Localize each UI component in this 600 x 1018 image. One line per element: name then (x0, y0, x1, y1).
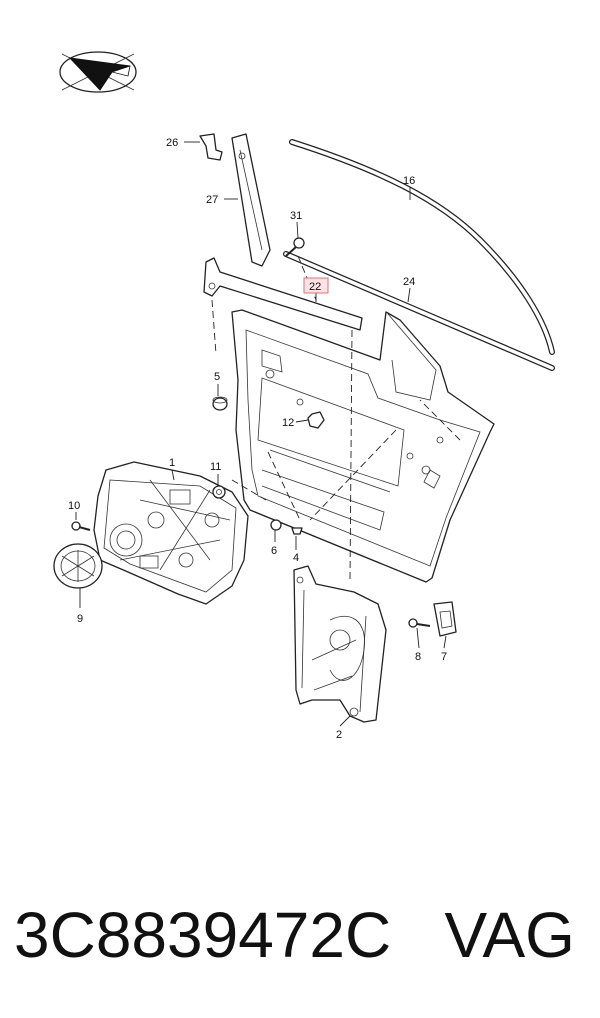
callout-2: 2 (336, 729, 342, 741)
part-10-screw (71, 521, 91, 531)
part-2-window-regulator (293, 565, 387, 723)
door-shell (231, 309, 495, 583)
callout-6: 6 (271, 545, 277, 557)
part-11-clip (212, 485, 226, 499)
part-31-screw (285, 237, 305, 257)
part-12-nut (307, 411, 325, 429)
callout-22-highlight (303, 277, 329, 294)
callout-8: 8 (415, 651, 421, 663)
callout-26: 26 (166, 137, 178, 149)
callout-labels: 26 27 31 16 24 22 5 12 1 11 10 9 6 4 2 8… (68, 137, 447, 741)
callout-1: 1 (169, 457, 175, 469)
callout-9: 9 (77, 613, 83, 625)
callout-31: 31 (290, 210, 302, 222)
part-9-speaker (53, 543, 103, 589)
part-16-outer-seal (289, 139, 555, 355)
leader-lines (75, 141, 447, 727)
part-26-clip (199, 133, 223, 161)
callout-7: 7 (441, 651, 447, 663)
part-8-bolt (408, 618, 431, 628)
callout-27: 27 (206, 194, 218, 206)
part-27-pillar-trim (231, 133, 271, 267)
callout-12: 12 (282, 417, 294, 429)
part-22-inner-seal (203, 257, 363, 331)
part-4-grommet (291, 527, 303, 535)
caption-gap (391, 899, 444, 971)
part-1-module-carrier (93, 461, 249, 605)
callout-24: 24 (403, 276, 415, 288)
part-24-channel-strip (283, 251, 555, 371)
part-7-bracket (433, 601, 457, 637)
callout-4: 4 (293, 552, 299, 564)
callout-11: 11 (210, 461, 221, 473)
part-6-plug (270, 519, 282, 531)
part-5-plug (212, 396, 228, 411)
part-number-caption: 3C8839472C VAG (14, 895, 594, 975)
callout-16: 16 (403, 175, 415, 187)
callout-5: 5 (214, 371, 220, 383)
callout-22: 22 (309, 281, 321, 293)
brand-name: VAG (444, 899, 575, 971)
callout-10: 10 (68, 500, 80, 512)
part-number: 3C8839472C (14, 899, 392, 971)
orientation-arrow-icon (59, 51, 137, 93)
